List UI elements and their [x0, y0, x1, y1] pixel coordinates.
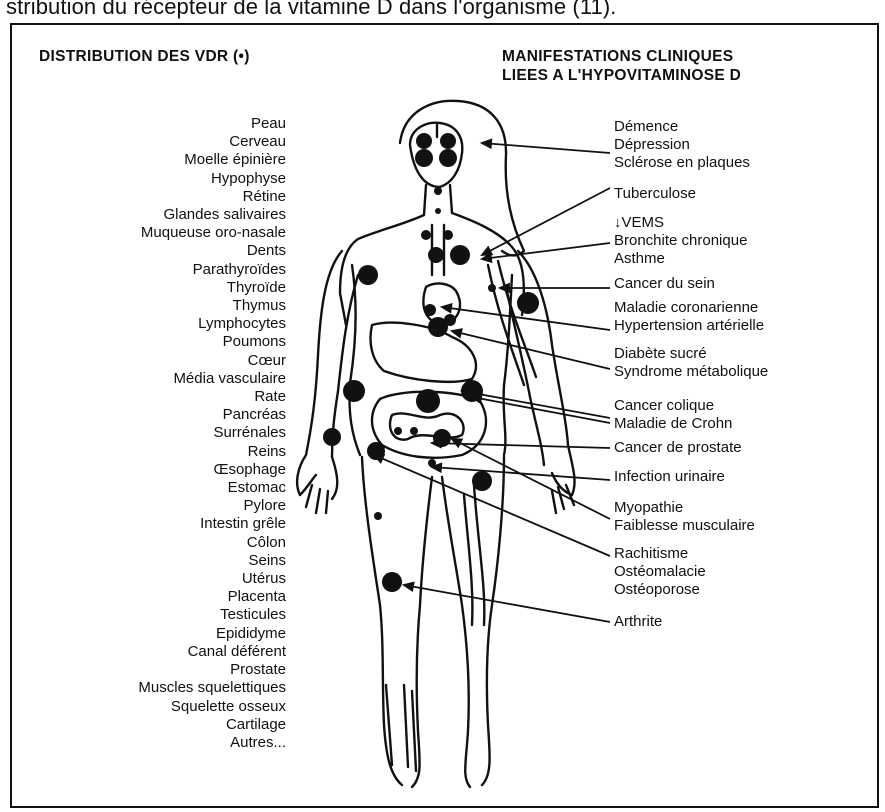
manifestation-label: Rachitisme	[614, 545, 706, 563]
arrow-head	[442, 304, 451, 312]
manifestation-label: Cancer colique	[614, 397, 732, 415]
foot-bone-lines	[386, 685, 416, 771]
manifestation-group: DémenceDépressionSclérose en plaques	[614, 118, 750, 172]
arrow-head	[452, 329, 462, 337]
vdr-dot	[439, 149, 457, 167]
manifestation-label: Ostéomalacie	[614, 563, 706, 581]
vdr-dot	[382, 572, 402, 592]
figure-caption: stribution du récepteur de la vitamine D…	[6, 0, 885, 20]
manifestation-label: Myopathie	[614, 499, 755, 517]
manifestation-group: Cancer de prostate	[614, 439, 742, 457]
manifestation-group: ↓VEMSBronchite chroniqueAsthme	[614, 214, 747, 268]
manifestation-label: Maladie coronarienne	[614, 299, 764, 317]
manifestation-label: Ostéoporose	[614, 581, 706, 599]
vdr-dot	[421, 230, 431, 240]
right-arm-inner	[506, 287, 544, 465]
manifestation-group: Arthrite	[614, 613, 662, 631]
manifestation-arrow	[472, 397, 610, 423]
vdr-dot	[440, 133, 456, 149]
manifestation-group: RachitismeOstéomalacieOstéoporose	[614, 545, 706, 599]
vdr-dot	[374, 512, 382, 520]
vdr-dot	[410, 427, 418, 435]
manifestation-arrow	[482, 143, 610, 153]
vdr-dot	[488, 284, 496, 292]
arrow-head	[404, 583, 414, 591]
manifestation-label: Syndrome métabolique	[614, 363, 768, 381]
vdr-dot	[358, 265, 378, 285]
manifestation-label: Cancer du sein	[614, 275, 715, 293]
vdr-dot	[394, 427, 402, 435]
manifestation-group: Infection urinaire	[614, 468, 725, 486]
manifestation-label: Dépression	[614, 136, 750, 154]
manifestation-label: Démence	[614, 118, 750, 136]
manifestation-label: ↓VEMS	[614, 214, 747, 232]
hair-outline	[400, 101, 524, 256]
left-flank	[349, 265, 360, 455]
vdr-dot	[343, 380, 365, 402]
arrow-head	[500, 284, 509, 292]
left-leg-outer	[362, 457, 402, 785]
vdr-dot	[416, 133, 432, 149]
manifestation-label: Bronchite chronique	[614, 232, 747, 250]
vdr-dot	[472, 471, 492, 491]
manifestation-arrows	[374, 140, 610, 622]
manifestation-label: Sclérose en plaques	[614, 154, 750, 172]
vdr-dot	[435, 208, 441, 214]
manifestation-group: MyopathieFaiblesse musculaire	[614, 499, 755, 535]
manifestation-group: Cancer coliqueMaladie de Crohn	[614, 397, 732, 433]
manifestation-label: Infection urinaire	[614, 468, 725, 486]
vdr-dot	[517, 292, 539, 314]
manifestation-label: Tuberculose	[614, 185, 696, 203]
manifestation-label: Arthrite	[614, 613, 662, 631]
manifestation-label: Cancer de prostate	[614, 439, 742, 457]
vdr-dot	[415, 149, 433, 167]
left-shoulder	[340, 185, 426, 325]
manifestation-group: Maladie coronarienneHypertension artérie…	[614, 299, 764, 335]
vdr-dot	[434, 187, 442, 195]
figure-frame: DISTRIBUTION DES VDR (•) MANIFESTATIONS …	[10, 23, 879, 808]
arrow-head	[482, 140, 491, 148]
manifestation-arrow	[404, 585, 610, 622]
manifestation-label: Asthme	[614, 250, 747, 268]
manifestation-label: Faiblesse musculaire	[614, 517, 755, 535]
vdr-dot	[424, 304, 436, 316]
manifestation-label: Maladie de Crohn	[614, 415, 732, 433]
vdr-dot	[450, 245, 470, 265]
manifestation-label: Hypertension artérielle	[614, 317, 764, 335]
vdr-dot	[323, 428, 341, 446]
vdr-dot	[428, 247, 444, 263]
manifestation-group: Diabète sucréSyndrome métabolique	[614, 345, 768, 381]
leg-muscle-lines	[464, 485, 484, 625]
vdr-dot	[428, 317, 448, 337]
manifestation-group: Cancer du sein	[614, 275, 715, 293]
vdr-dot	[443, 230, 453, 240]
left-hand-fingers	[306, 485, 328, 513]
manifestation-label: Diabète sucré	[614, 345, 768, 363]
left-arm-outer	[297, 251, 342, 495]
intestine-loops	[390, 413, 464, 439]
vdr-dot	[416, 389, 440, 413]
manifestation-group: Tuberculose	[614, 185, 696, 203]
